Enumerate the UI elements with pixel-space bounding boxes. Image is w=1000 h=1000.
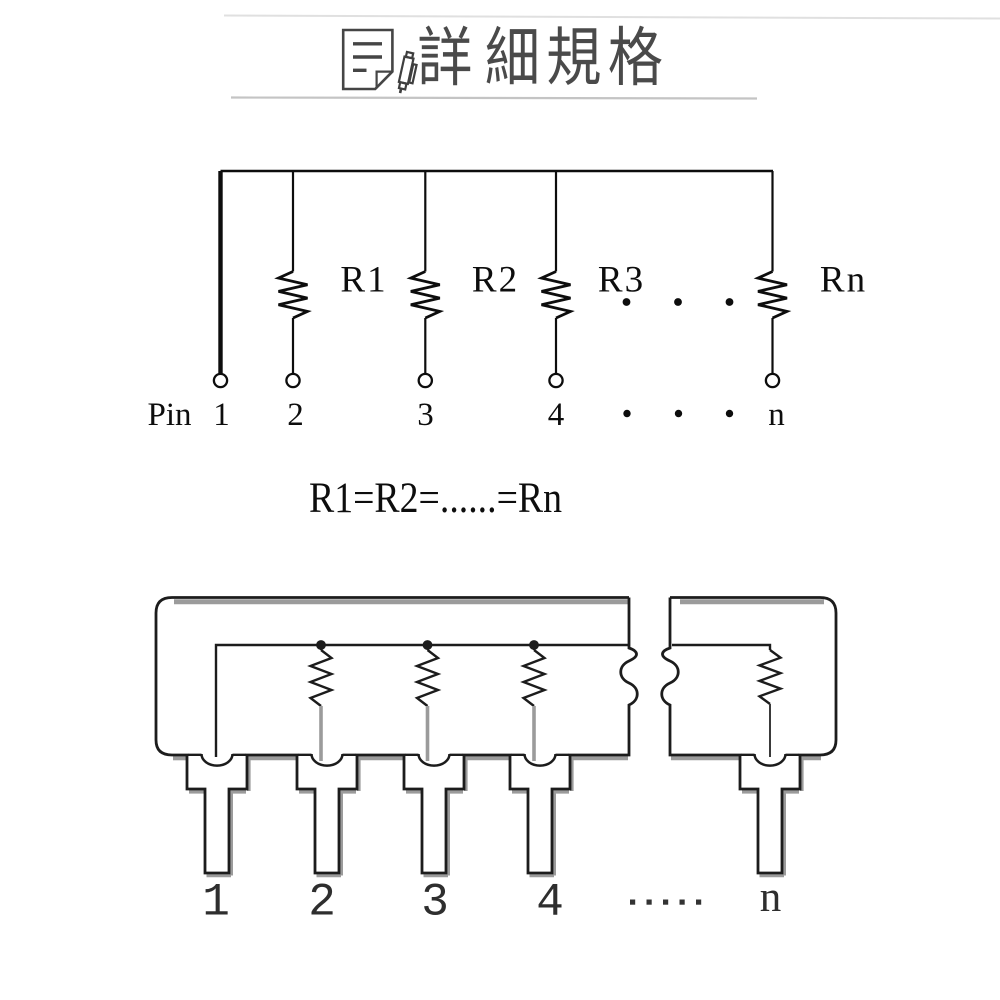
svg-text:Pin: Pin (147, 397, 191, 433)
svg-text:2: 2 (287, 397, 304, 433)
svg-text:4: 4 (548, 397, 565, 433)
svg-text:1: 1 (202, 877, 230, 929)
svg-text:3: 3 (421, 877, 449, 929)
svg-text:n: n (768, 397, 785, 433)
svg-text:2: 2 (308, 877, 336, 929)
svg-text:R3: R3 (598, 260, 645, 301)
svg-text:R1=R2=......=Rn: R1=R2=......=Rn (309, 475, 562, 522)
svg-text:3: 3 (417, 397, 434, 433)
svg-text:R1: R1 (340, 260, 387, 301)
svg-text:n: n (760, 874, 782, 921)
svg-text:1: 1 (213, 397, 230, 433)
svg-text:R2: R2 (472, 260, 519, 301)
svg-text:4: 4 (536, 877, 564, 929)
svg-text:Rn: Rn (820, 260, 867, 301)
